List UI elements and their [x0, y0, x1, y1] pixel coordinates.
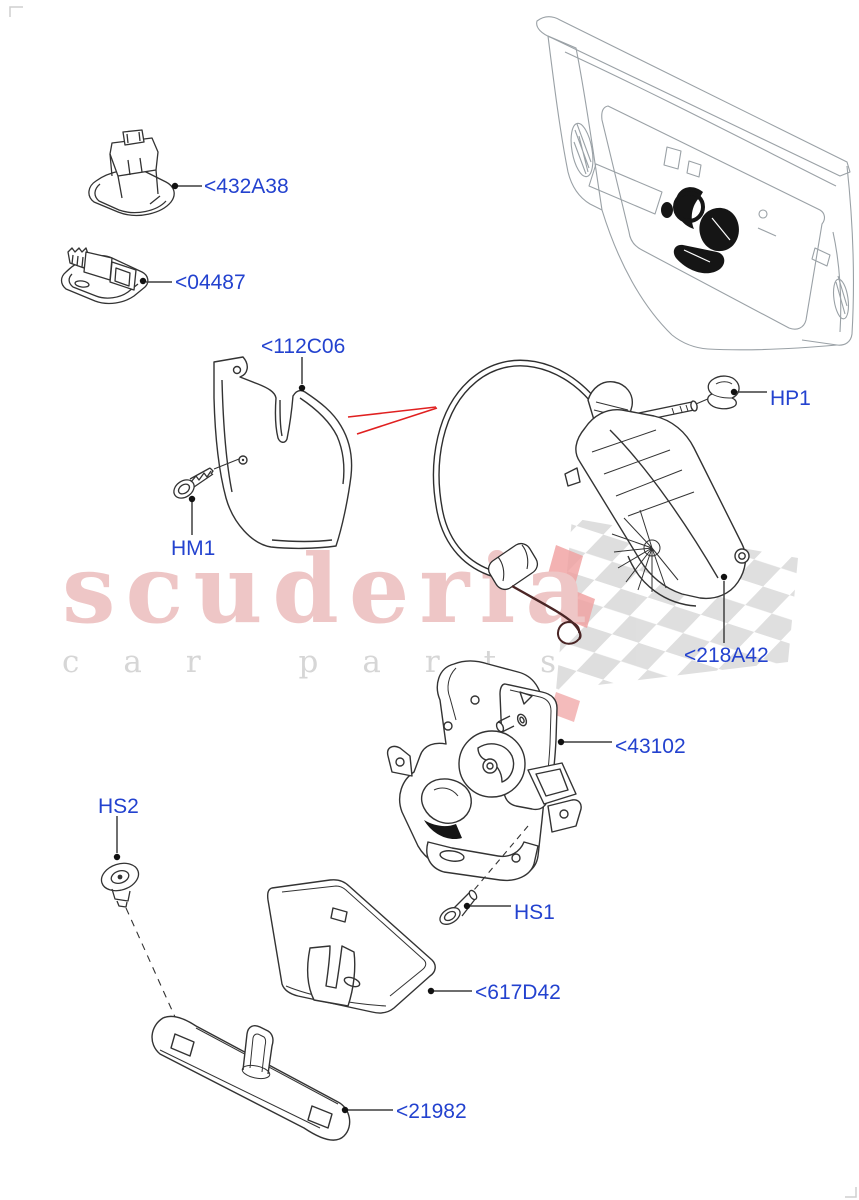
part-HS1-bolt	[439, 825, 529, 925]
part-label-218A42[interactable]: <218A42	[684, 644, 769, 667]
part-label-21982[interactable]: <21982	[396, 1100, 467, 1123]
actuator-fan-detail	[611, 509, 679, 592]
part-label-432A38[interactable]: <432A38	[204, 175, 289, 198]
part-04487-housing	[60, 247, 149, 305]
part-432A38-release-switch	[88, 129, 175, 217]
leader-lines	[113, 182, 767, 1114]
tailgate-location-view	[536, 16, 854, 351]
part-21982-striker-bracket	[151, 1015, 351, 1141]
part-label-HM1[interactable]: HM1	[171, 537, 216, 560]
part-HS2-pin	[100, 862, 181, 1029]
part-label-HP1[interactable]: HP1	[770, 387, 811, 410]
part-617D42-striker-cover	[266, 879, 436, 1014]
corner-marks	[9, 6, 857, 1198]
part-112C06-cover	[213, 356, 353, 550]
part-HP1-grommet	[695, 375, 740, 410]
part-label-43102[interactable]: <43102	[615, 735, 686, 758]
red-locator-lines	[347, 406, 438, 435]
part-HM1-screw	[173, 458, 240, 499]
part-label-HS2[interactable]: HS2	[98, 795, 139, 818]
part-label-617D42[interactable]: <617D42	[475, 981, 561, 1004]
part-label-HS1[interactable]: HS1	[514, 901, 555, 924]
part-218A42-actuator-cable	[432, 359, 750, 645]
part-label-04487[interactable]: <04487	[175, 271, 246, 294]
watermark-brand-text: scuderia	[62, 534, 597, 645]
part-label-112C06[interactable]: <112C06	[261, 335, 346, 358]
part-43102-latch	[386, 660, 582, 882]
tailgate-latch-highlight	[661, 187, 739, 274]
